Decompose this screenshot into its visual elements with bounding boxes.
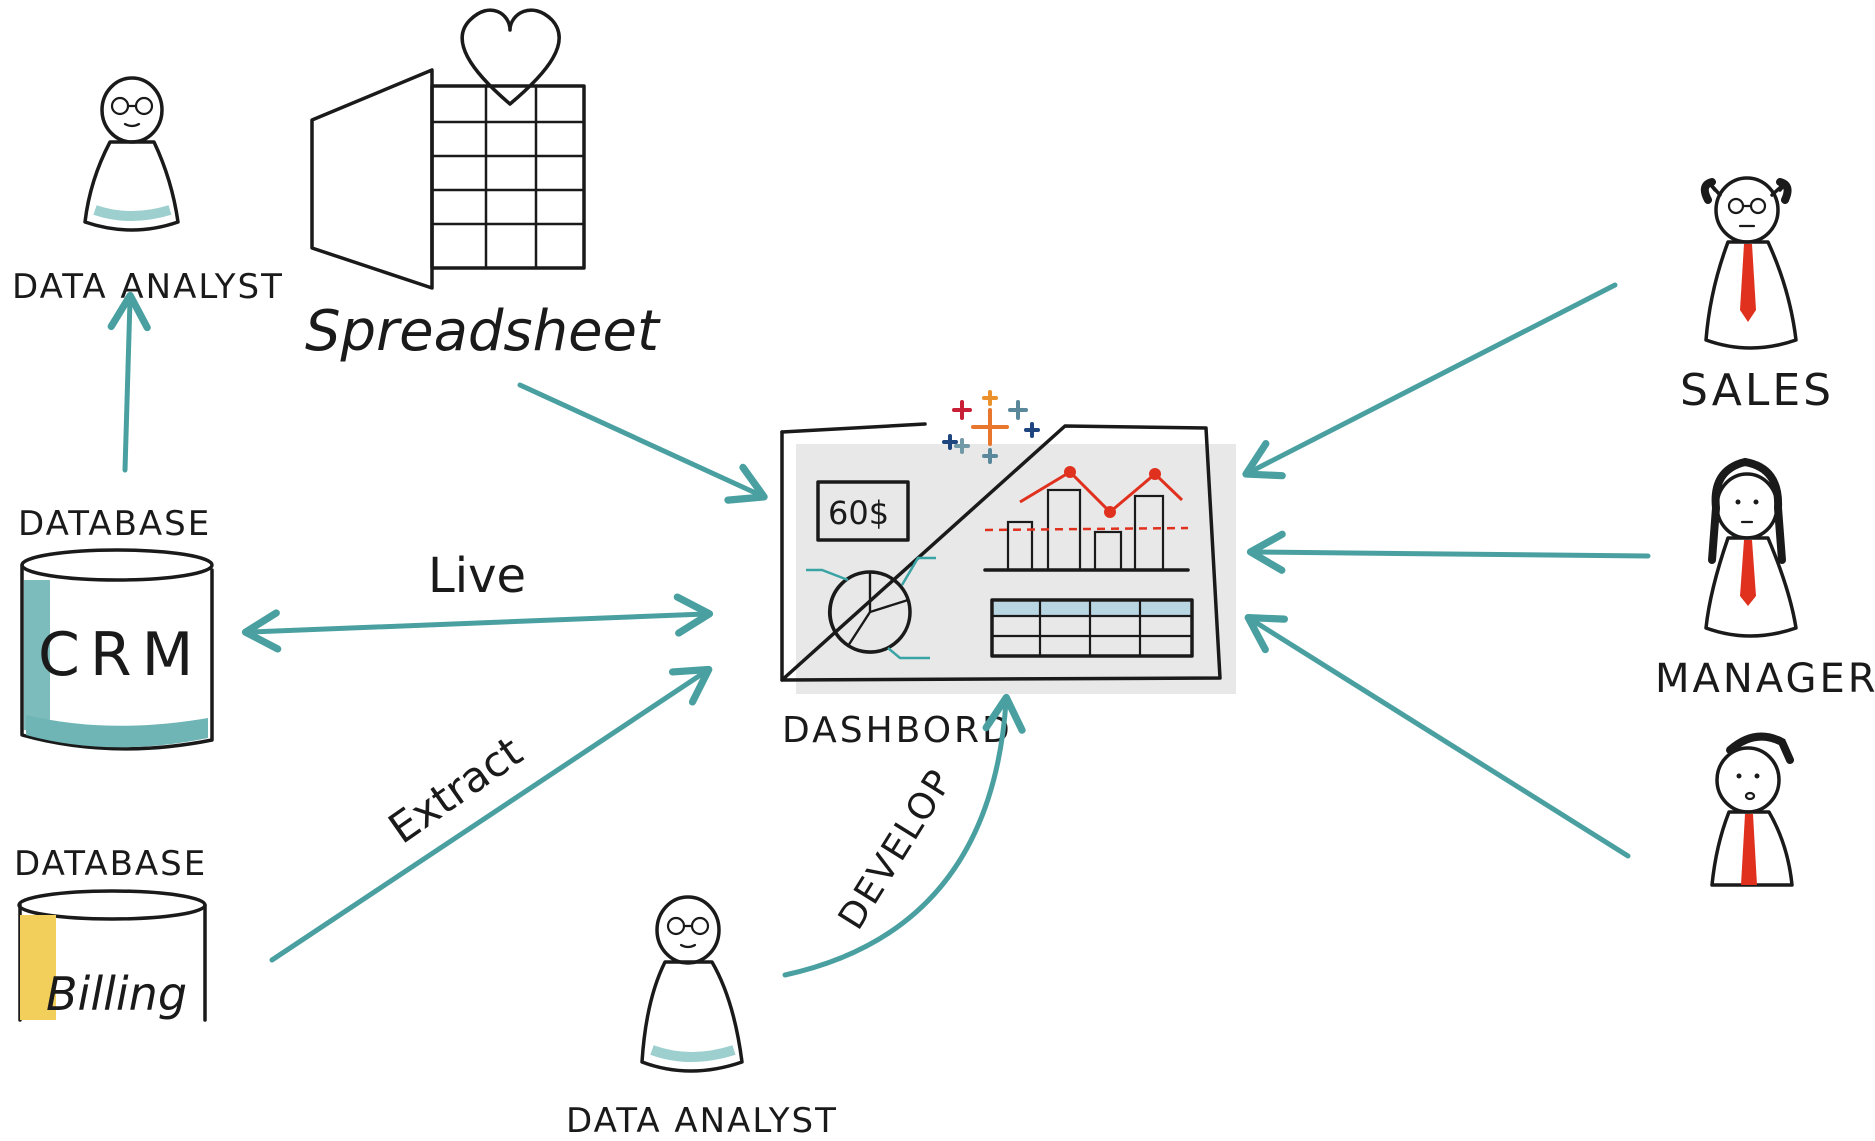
excel-spreadsheet-icon: [310, 68, 586, 290]
user-person-icon: [1710, 732, 1794, 887]
table-widget-icon: [990, 598, 1194, 658]
data-analyst-top-label: DATA ANALYST: [12, 267, 284, 307]
develop-arrow: [782, 693, 1026, 978]
data-analyst-bottom-icon: [640, 895, 744, 1073]
sales-label: SALES: [1680, 365, 1834, 416]
tableau-logo-icon: [942, 390, 1040, 464]
database-billing-label: DATABASE: [14, 844, 207, 884]
spreadsheet-to-dashboard-arrow: [517, 382, 768, 504]
dashboard-label: DASHBORD: [782, 710, 1013, 751]
data-analyst-bottom-label: DATA ANALYST: [566, 1101, 838, 1141]
billing-label: Billing: [46, 967, 187, 1021]
user-to-dashboard-arrow: [1244, 614, 1631, 859]
heart-icon: [460, 8, 561, 106]
spreadsheet-label: Spreadsheet: [305, 299, 661, 364]
live-connection-arrow: [241, 593, 714, 653]
crm-label: CRM: [38, 620, 203, 690]
sales-person-icon: [1700, 176, 1798, 350]
develop-label: DEVELOP: [831, 762, 962, 937]
data-analyst-top-icon: [83, 76, 180, 232]
extract-label: Extract: [380, 727, 531, 853]
extract-arrow: [269, 665, 713, 963]
kpi-card: [816, 480, 910, 542]
crm-database-icon: [20, 548, 214, 751]
manager-to-dashboard-arrow: [1246, 530, 1651, 574]
kpi-value: 60$: [828, 494, 889, 532]
manager-person-icon: [1704, 457, 1798, 638]
crm-to-analyst-arrow: [107, 291, 151, 473]
pie-chart-icon: [806, 556, 936, 660]
manager-label: MANAGER: [1655, 656, 1875, 702]
bar-chart-icon: [983, 466, 1190, 572]
sales-to-dashboard-arrow: [1242, 282, 1618, 480]
live-label: Live: [428, 548, 526, 604]
database-crm-label: DATABASE: [18, 504, 211, 544]
billing-database-icon: [17, 889, 207, 1022]
